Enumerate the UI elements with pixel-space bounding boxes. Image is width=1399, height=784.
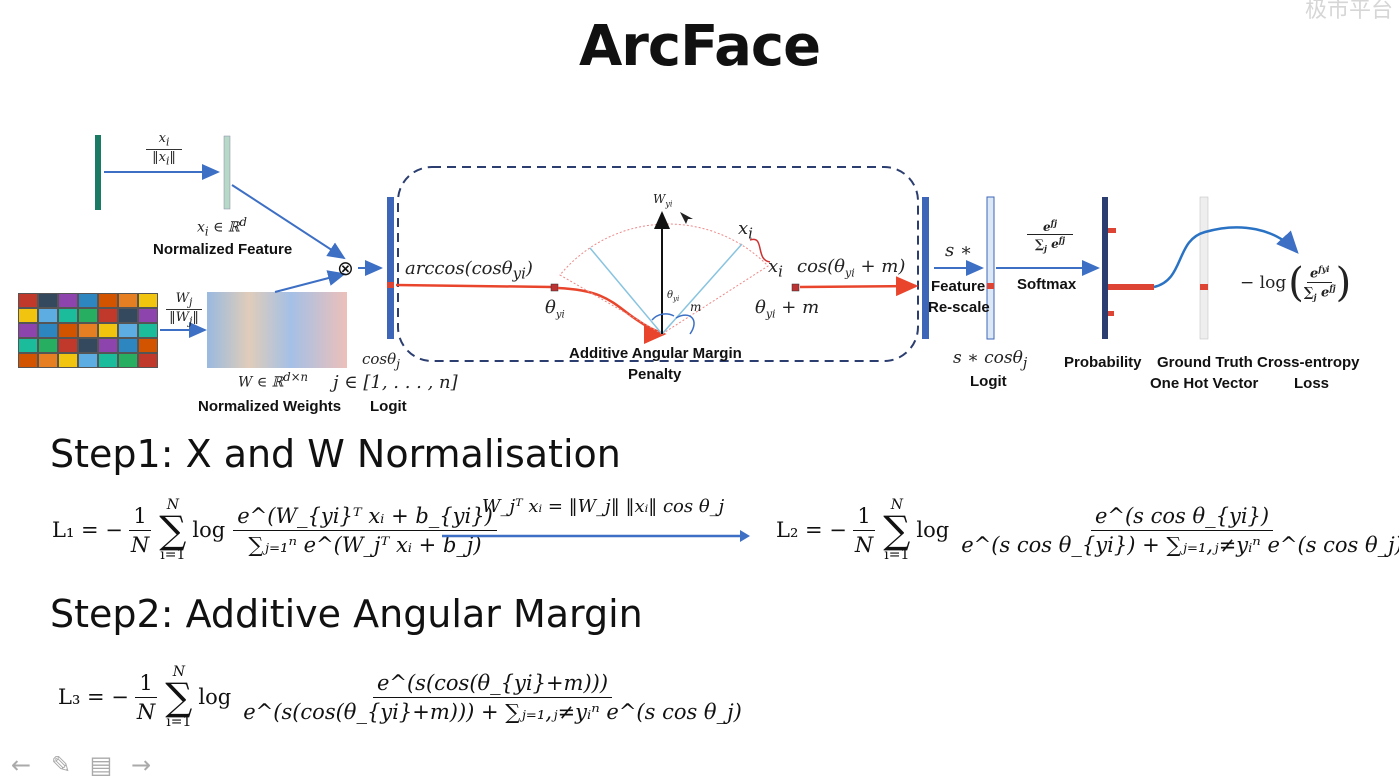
m-label: m [690,300,702,314]
ground-truth-label-1: Ground Truth [1157,354,1253,371]
weight-cell [59,309,77,322]
w-yi-label: Wyi [653,192,673,209]
s-cos-theta-j-label: s ∗ cosθj [953,348,1028,372]
probability-bar [1102,197,1108,339]
feature-vector-bar [95,135,101,210]
cross-entropy-label-2: Loss [1294,375,1330,392]
watermark: 极市平台 [1304,0,1393,23]
weight-cell [19,339,37,352]
loss-formula: − log ( efyi ∑j efj ) [1240,260,1352,306]
scaled-logit-bar [986,196,995,340]
weight-cell [19,294,37,307]
weight-cell [139,294,157,307]
step1-heading: Step1: X and W Normalisation [50,432,621,476]
weight-cell [119,309,137,322]
weight-cell [119,354,137,367]
next-slide-icon[interactable]: → [130,751,152,779]
ground-truth-label-2: One Hot Vector [1150,375,1259,392]
weight-cell [39,339,57,352]
j-range-label: j ∈ [1, . . . , n] [333,372,458,393]
s-star-label: s ∗ [945,240,973,261]
normalized-weight-matrix [207,292,347,368]
xi-in-r-label: xi ∈ ℝd [197,215,248,239]
weight-cell [99,339,117,352]
weight-cell [59,324,77,337]
wj-frac-label: Wj ‖Wj‖ [166,291,202,327]
xi-frac-label: xi ‖xi‖ [146,131,182,167]
weight-cell [119,324,137,337]
weight-cell [139,354,157,367]
logit-bar [387,197,394,339]
weight-cell [39,324,57,337]
weight-cell [79,324,97,337]
weight-cell [99,354,117,367]
margin-penalty-box [397,166,919,362]
cos-theta-j-label: cosθj [362,350,401,371]
weight-cell [59,294,77,307]
step2-heading: Step2: Additive Angular Margin [50,592,643,636]
weight-cell [19,324,37,337]
cross-entropy-label-1: Cross-entropy [1257,354,1360,371]
probability-label: Probability [1064,354,1142,371]
weight-cell [79,294,97,307]
softmax-frac: efj ∑j efj [1027,218,1073,253]
prev-slide-icon[interactable]: ← [10,751,32,779]
weight-cell [99,294,117,307]
xi-top-label: xi [738,218,753,243]
softmax-label: Softmax [1017,276,1077,293]
rescaled-bar [922,197,929,339]
logit-2-label: Logit [970,373,1007,390]
menu-icon[interactable]: ▤ [89,751,113,779]
normalized-feature-bar [223,135,231,210]
logit-label: Logit [370,398,407,415]
derivation-label: W_jᵀ xᵢ = ‖W_j‖ ‖xᵢ‖ cos θ_j [482,496,725,517]
weight-cell [99,324,117,337]
weight-cell [59,354,77,367]
arcface-diagram [18,135,1299,368]
w-in-r-label: W ∈ ℝd×n [238,370,309,391]
ground-truth-bar [1199,196,1209,340]
weight-cell [39,309,57,322]
xi-mid-label: xi [768,256,783,281]
weight-cell [39,354,57,367]
feature-rescale-label-1: Feature [931,278,986,295]
cos-theta-m-label: cos(θyi + m) [797,256,906,280]
page-title: ArcFace [578,14,821,79]
weight-cell [79,339,97,352]
weight-cell [119,294,137,307]
additive-margin-label-2: Penalty [628,366,682,383]
weight-cell [139,324,157,337]
derivation-arrow [442,530,750,542]
weight-cell [79,354,97,367]
slide-navigation: ← ✎ ▤ → [6,750,156,780]
normalized-feature-label: Normalized Feature [153,241,293,258]
weight-cell [79,309,97,322]
multiply-icon: ⊗ [337,256,354,280]
weight-matrix [18,293,158,368]
pen-icon[interactable]: ✎ [50,751,72,779]
arccos-label: arccos(cosθyi) [405,258,533,283]
theta-yi-label: θyi [545,297,565,321]
weight-cell [99,309,117,322]
weight-cell [59,339,77,352]
theta-small-label: θyi [667,290,680,303]
weight-cell [19,354,37,367]
normalized-weights-label: Normalized Weights [198,398,342,415]
weight-cell [19,309,37,322]
theta-yi-m-label: θyi + m [755,297,820,321]
weight-cell [139,339,157,352]
angular-fan [559,211,771,335]
weight-cell [39,294,57,307]
feature-rescale-label-2: Re-scale [928,299,990,316]
additive-margin-label-1: Additive Angular Margin [569,345,742,362]
weight-cell [119,339,137,352]
weight-cell [139,309,157,322]
